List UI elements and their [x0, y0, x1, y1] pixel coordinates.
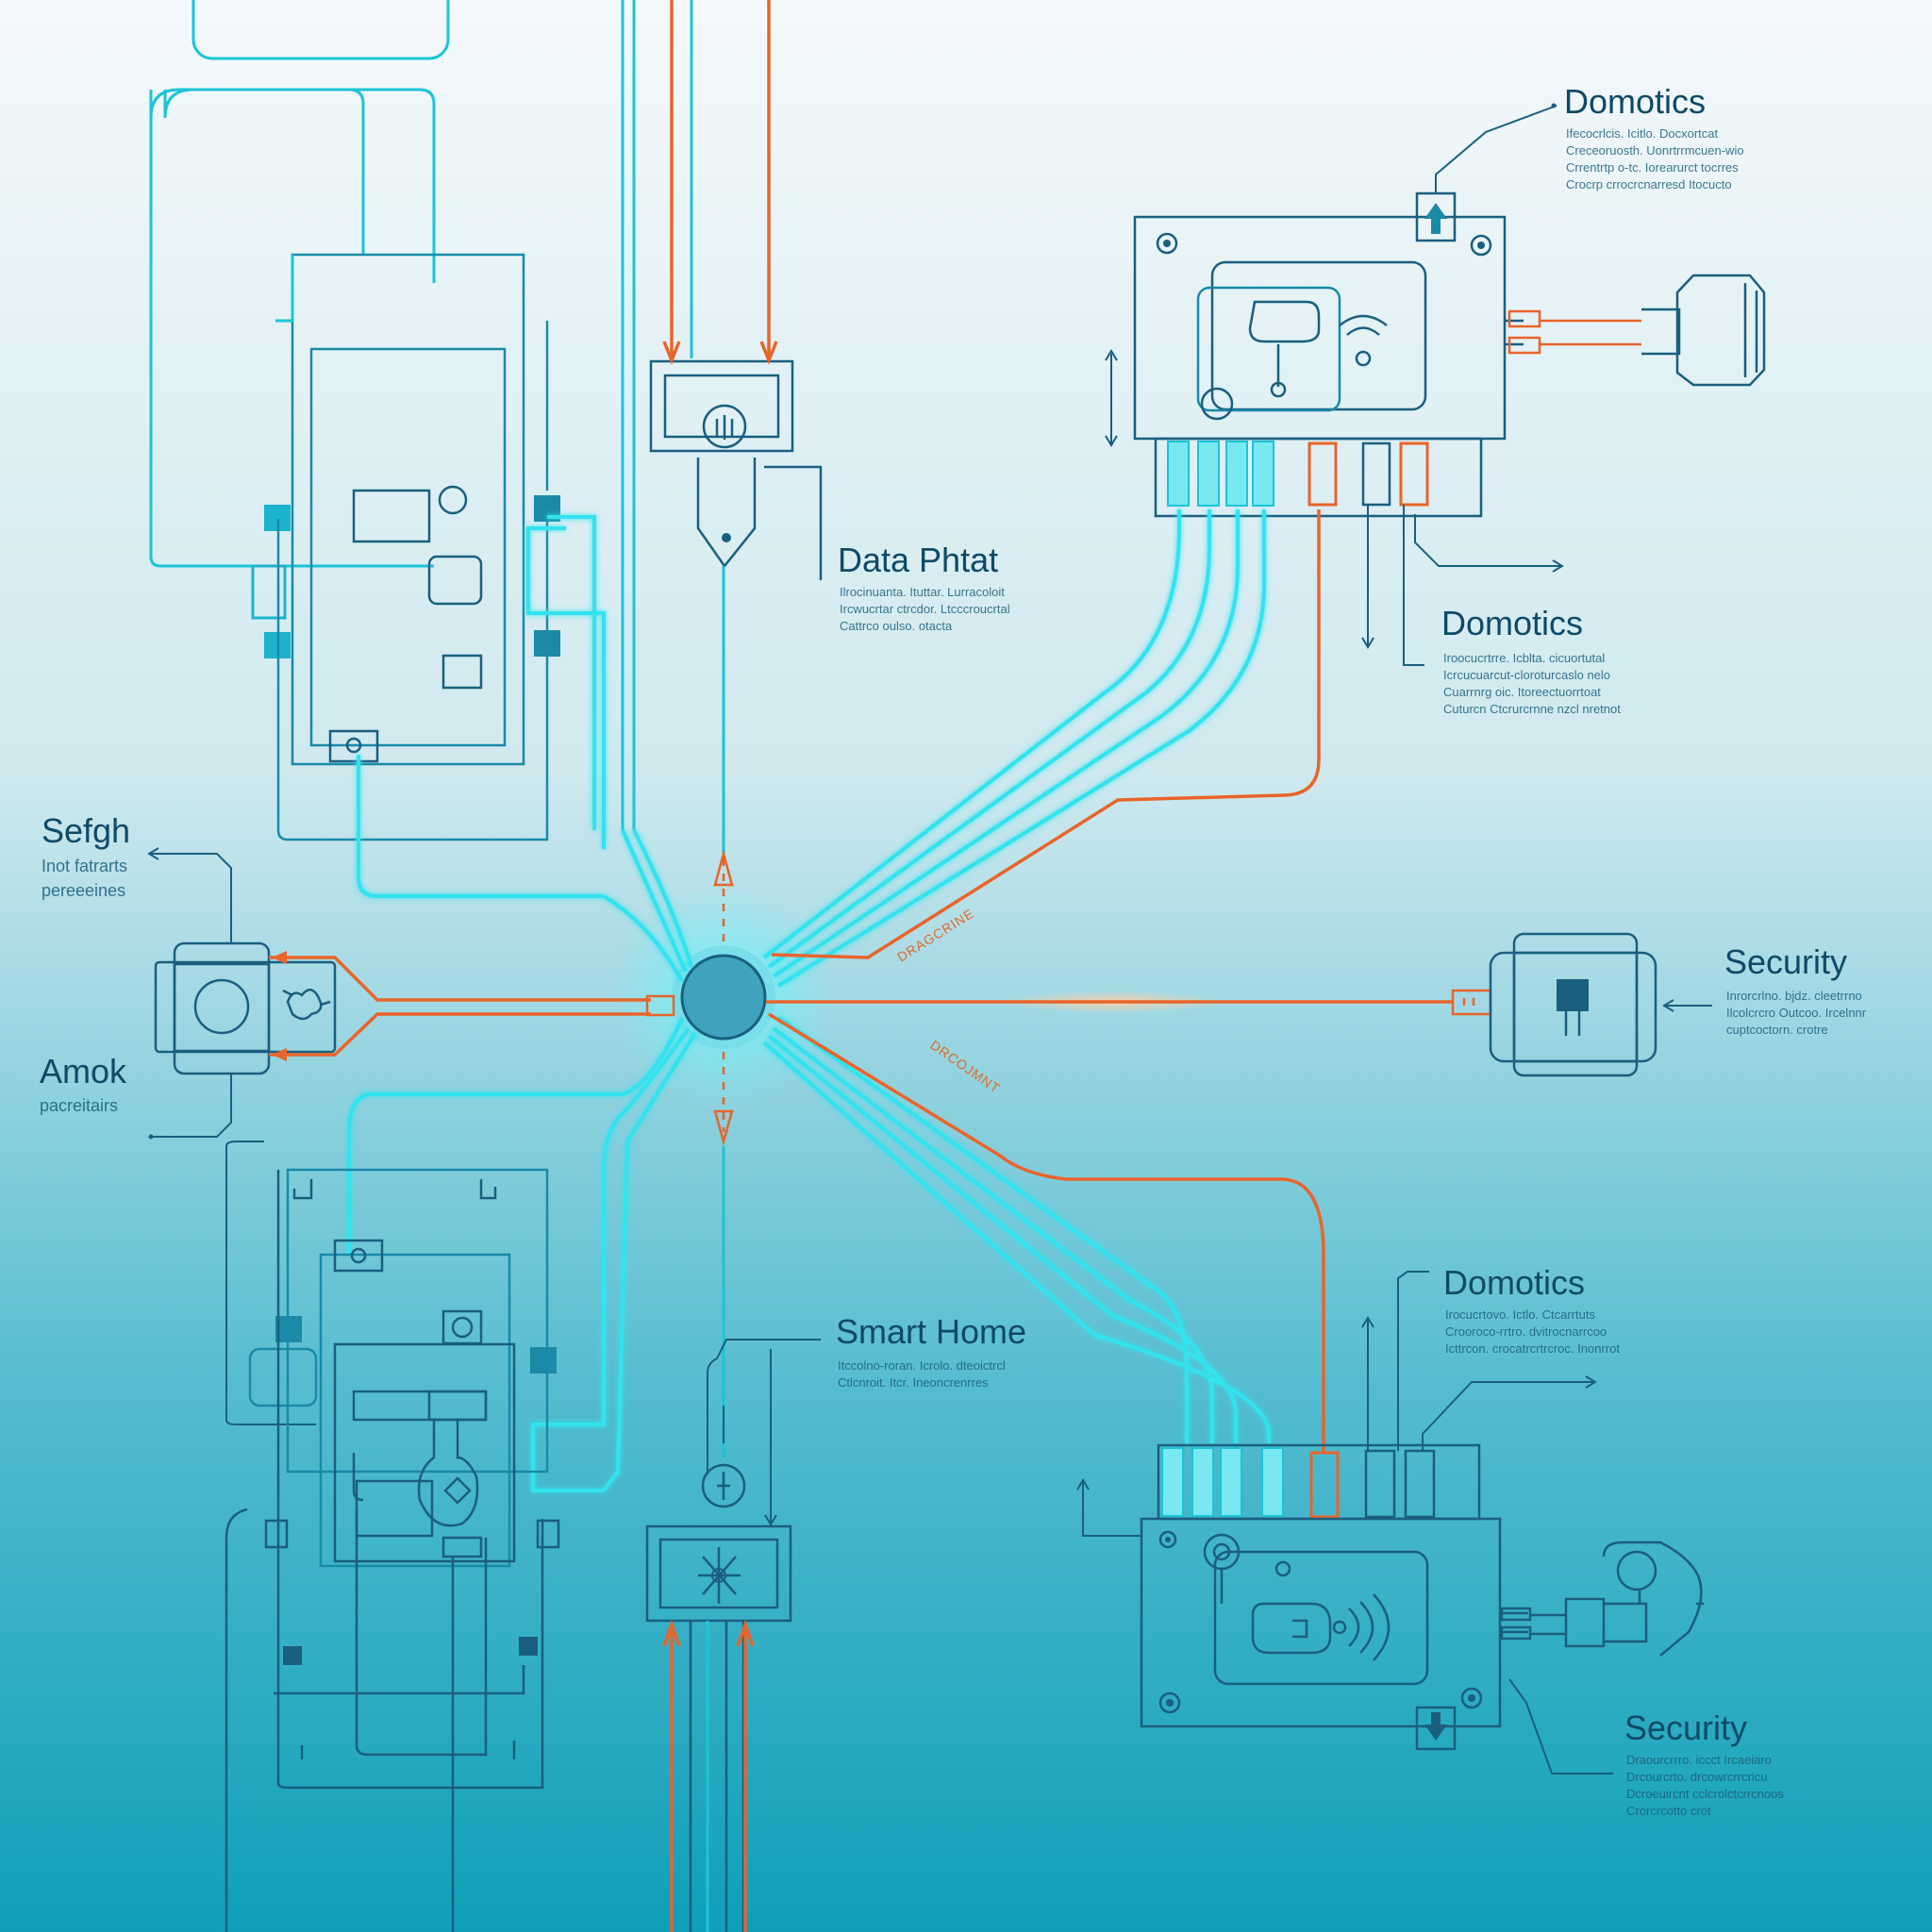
label-domotics-bot: Domotics Irocucrtovo. Ictlo. Ctcarrtuts …	[1397, 1263, 1620, 1356]
label-body-line: Ifecocrlcis. Icitlo. Docxortcat	[1566, 126, 1718, 141]
label-title: Sefgh	[42, 811, 130, 850]
label-body-line: pereeeines	[42, 881, 125, 900]
label-body-line: Cuturcn Ctcrurcrnne nzcl nretnot	[1443, 702, 1621, 716]
arrow-down-icon	[1415, 1706, 1457, 1751]
label-title: Domotics	[1443, 1263, 1585, 1302]
label-body-line: Draourcrrro. iccct Ircaeiaro	[1626, 1753, 1772, 1767]
label-body-line: Inot fatrarts	[42, 857, 127, 875]
label-body-line: Itccolno-roran. Icrolo. dteoictrcl	[838, 1358, 1006, 1373]
label-body-line: cuptcoctorn. crotre	[1726, 1023, 1828, 1037]
label-body-line: Icrcucuarcut-cloroturcaslo nelo	[1443, 668, 1610, 682]
label-body-line: Crooroco-rrtro. dvitrocnarrcoo	[1445, 1324, 1607, 1339]
label-body-line: Dcroeuircnt cclcrolctcrrcnoos	[1626, 1787, 1784, 1801]
label-body-line: Icttrcon. crocatrcrtrcroc. Inonrrot	[1445, 1341, 1620, 1356]
label-title: Security	[1724, 942, 1847, 981]
circuit-top-left	[149, 0, 606, 898]
label-body-line: Crorcrcotto crot	[1626, 1804, 1711, 1818]
label-security-bot: Security Draourcrrro. iccct Ircaeiaro Dr…	[1624, 1708, 1784, 1818]
label-body-line: pacreitairs	[40, 1096, 118, 1115]
circuit-bottom-left	[225, 1018, 697, 1932]
bundle-lower-right	[762, 1015, 1271, 1443]
label-title: Domotics	[1441, 604, 1583, 642]
label-body-line: Cattrco oulso. otacta	[840, 619, 953, 633]
label-body-line: Ircwucrtar ctrcdor. Ltcccroucrtal	[840, 602, 1010, 616]
plug-icon	[1500, 1541, 1704, 1657]
bundle-upper-right	[762, 509, 1266, 988]
label-body-line: Inrorcrlno. bjdz. cleetrrno	[1726, 989, 1862, 1003]
label-body-line: Ctlcnroit. Itcr. Ineoncrenrres	[838, 1375, 989, 1390]
label-amok: Amok pacreitairs	[40, 1052, 127, 1115]
controller-top-right	[1105, 105, 1564, 666]
arrow-dashed-down	[713, 1052, 734, 1146]
label-body-line: Cuarrnrg oic. Itoreectuorrtoat	[1443, 685, 1601, 699]
label-domotics-mid: Domotics Iroocucrtrre. Icblta. cicuortut…	[1441, 604, 1621, 716]
label-title: Smart Home	[836, 1312, 1026, 1351]
hub-node	[672, 945, 775, 1049]
label-title: Security	[1624, 1708, 1747, 1747]
wifi-icon	[1339, 314, 1388, 367]
label-title: Domotics	[1564, 82, 1706, 121]
label-body-line: Ilrocinuanta. Ituttar. Lurracoloit	[840, 585, 1005, 599]
module-bottom-center	[645, 1146, 821, 1932]
motor-icon	[1505, 274, 1766, 387]
label-title: Data Phtat	[838, 541, 998, 579]
label-body-line: Drcourcrto. drcowrcrrcricu	[1626, 1770, 1768, 1784]
label-title: Amok	[40, 1052, 127, 1091]
label-data-phat: Data Phtat Ilrocinuanta. Ituttar. Lurrac…	[838, 541, 1010, 633]
label-body-line: Creceoruosth. Uonrtrrmcuen-wio	[1566, 143, 1744, 158]
label-domotics-top: Domotics Ifecocrlcis. Icitlo. Docxortcat…	[1551, 82, 1744, 192]
label-security-mid: Security Inrorcrlno. bjdz. cleetrrno Ilc…	[1724, 942, 1867, 1037]
wifi-icon	[1332, 1593, 1391, 1661]
module-top-center	[649, 359, 823, 854]
label-body-line: Ilcolcrcro Outcoo. Ircelnnr	[1726, 1006, 1867, 1020]
label-body-line: Iroocucrtrre. Icblta. cicuortutal	[1443, 651, 1605, 665]
lock-icon	[1489, 932, 1712, 1077]
label-body-line: Crrentrtp o-tc. Iorearurct tocrres	[1566, 160, 1739, 175]
label-smart-home: Smart Home Itccolno-roran. Icrolo. dteoi…	[836, 1312, 1026, 1390]
label-sefgh: Sefgh Inot fatrarts pereeeines	[42, 811, 130, 900]
wire-orange-upper-right	[771, 509, 1321, 959]
sensor-icon	[147, 847, 337, 1140]
wire-orange-lower-right	[768, 1012, 1325, 1453]
label-body-line: Irocucrtovo. Ictlo. Ctcarrtuts	[1445, 1307, 1595, 1322]
label-body-line: Crocrp crrocrcnarresd Itocucto	[1566, 177, 1732, 192]
arrow-dashed-up	[713, 849, 734, 943]
controller-bottom-right	[1076, 1271, 1613, 1774]
